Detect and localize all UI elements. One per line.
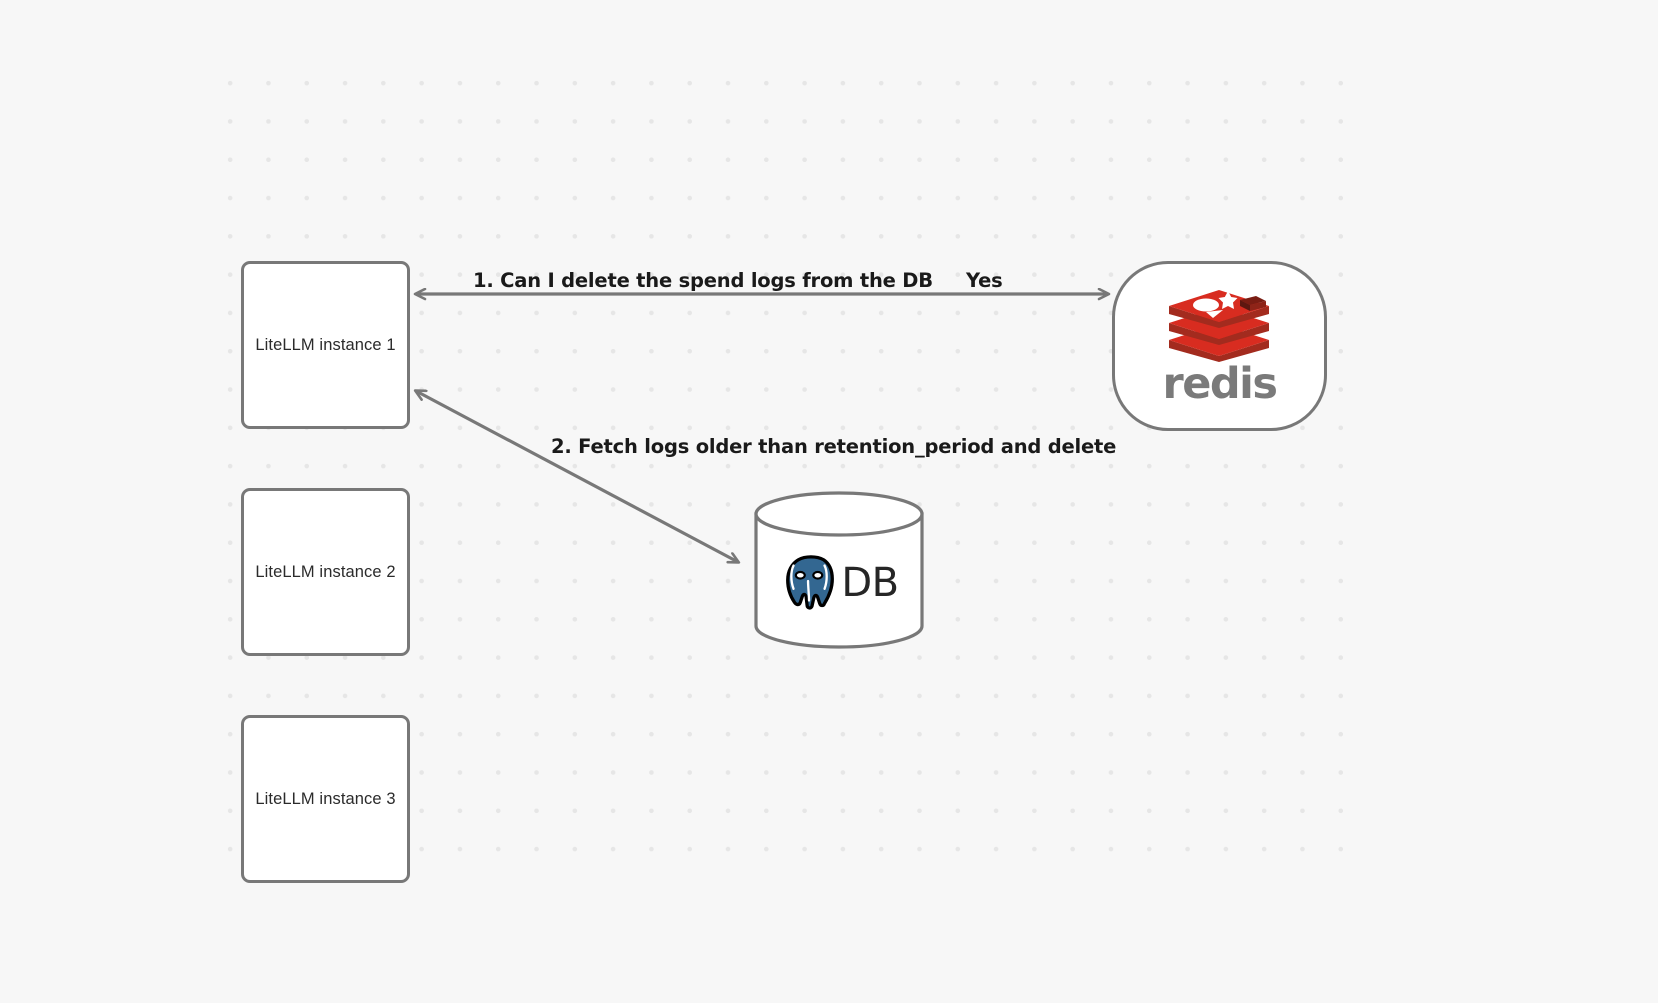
edge-label-step-2: 2. Fetch logs older than retention_perio… (551, 435, 1117, 458)
edge-litellm1-db (416, 391, 738, 562)
node-redis[interactable]: redis (1112, 261, 1327, 431)
edge-label-step-1: 1. Can I delete the spend logs from the … (473, 269, 933, 292)
redis-wordmark: redis (1162, 359, 1278, 409)
redis-stack-icon (1169, 290, 1270, 362)
node-litellm-instance-3[interactable]: LiteLLM instance 3 (241, 715, 410, 883)
db-label-wrap: DB (753, 490, 925, 650)
node-litellm-instance-1[interactable]: LiteLLM instance 1 (241, 261, 410, 429)
cylinder-shape (754, 491, 924, 649)
node-litellm-instance-2[interactable]: LiteLLM instance 2 (241, 488, 410, 656)
node-database[interactable]: DB (753, 490, 925, 650)
node-label: LiteLLM instance 3 (255, 789, 396, 808)
node-label: LiteLLM instance 2 (255, 562, 396, 581)
db-label: DB (841, 560, 899, 606)
postgresql-elephant-icon (786, 555, 835, 610)
edge-label-step-1-reply: Yes (966, 269, 1003, 292)
node-label: LiteLLM instance 1 (255, 335, 396, 354)
redis-logo-wrap: redis (1162, 286, 1278, 409)
